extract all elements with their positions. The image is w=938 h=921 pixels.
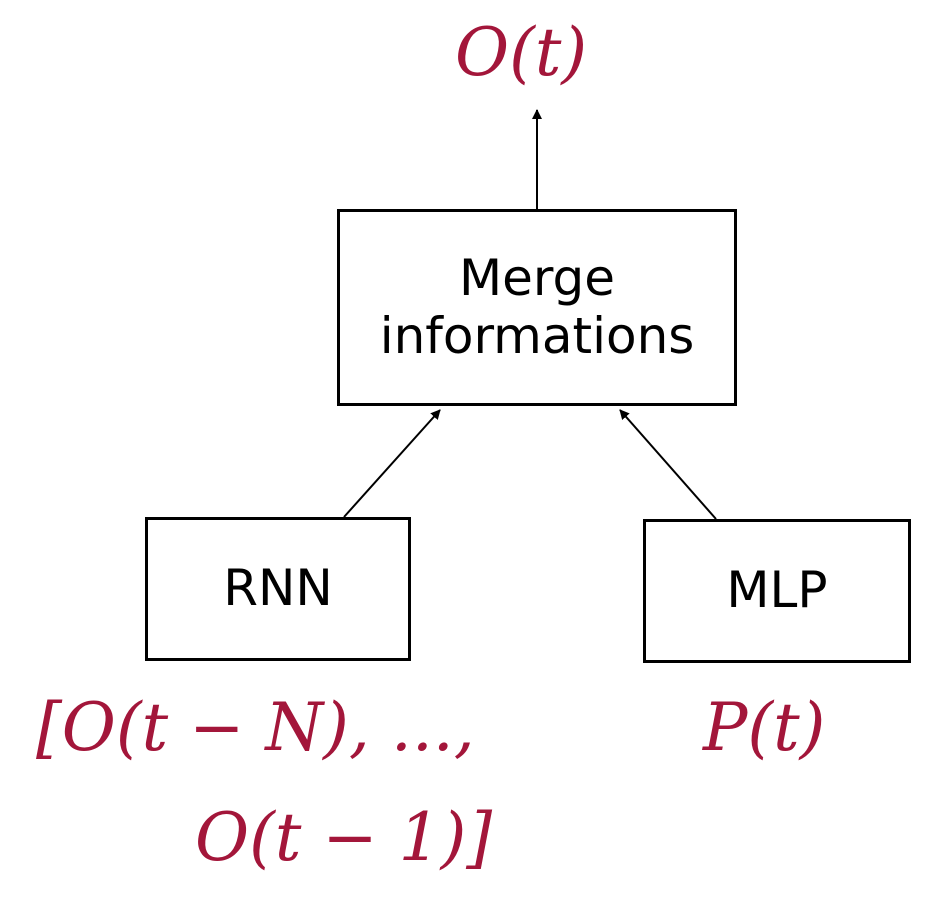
merge-node-line2: informations [379,306,695,365]
mlp-node-label: MLP [726,561,828,620]
merge-informations-node: Merge informations [337,209,737,406]
arrow-mlp-to-merge [619,409,717,520]
rnn-node: RNN [145,517,411,661]
output-label: O(t) [455,14,588,91]
rnn-node-label: RNN [223,559,333,618]
merge-node-line1: Merge [458,249,616,307]
mlp-input-label: P(t) [703,689,826,766]
arrow-rnn-to-merge [343,409,441,518]
rnn-input-label-line1: [O(t − N), ..., [36,689,475,766]
mlp-node: MLP [643,519,911,663]
rnn-input-label-line2: O(t − 1)] [195,799,493,876]
